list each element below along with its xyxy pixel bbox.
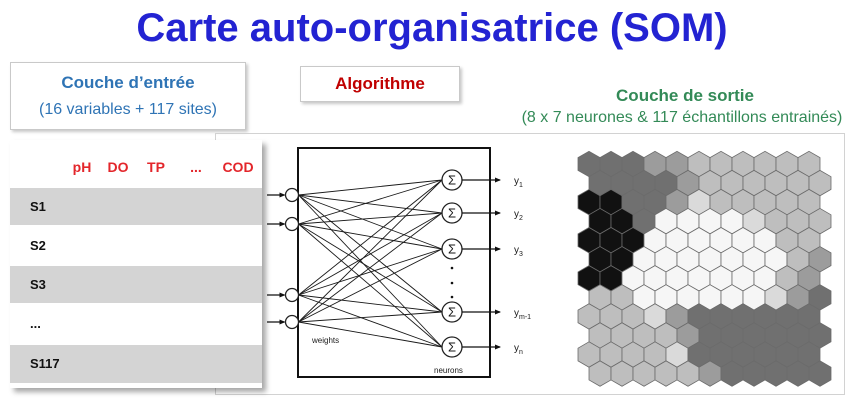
weight-connection <box>298 194 443 250</box>
weight-connection <box>298 212 443 296</box>
som-hexagonal-map <box>577 150 832 387</box>
output-label-base: y <box>514 343 519 354</box>
row-label: S3 <box>30 277 46 292</box>
weight-connections <box>298 179 443 348</box>
output-label-subscript: 2 <box>519 215 523 222</box>
input-data-table: pH DO TP ... COD S1 S2 S3 ... S117 <box>10 140 262 388</box>
weights-label: weights <box>311 336 339 345</box>
weight-connection <box>298 212 443 225</box>
table-row: S117 <box>10 345 262 383</box>
row-label: S117 <box>30 356 60 371</box>
ellipsis-dot <box>450 295 454 299</box>
neurons-label: neurons <box>434 366 463 375</box>
input-nodes <box>267 187 300 330</box>
column-header-cod: COD <box>222 159 254 175</box>
ellipsis-dot <box>450 266 454 270</box>
row-label: ... <box>30 316 41 331</box>
output-label-base: y <box>514 209 519 220</box>
output-layer-heading: Couche de sortie <box>616 86 754 105</box>
output-label: yn <box>514 343 523 356</box>
output-label: y1 <box>514 176 523 189</box>
som-neuron-hex <box>808 360 832 387</box>
input-layer-box: Couche d’entrée (16 variables + 117 site… <box>10 62 246 130</box>
sigma-symbol: Σ <box>448 242 456 257</box>
input-layer-heading: Couche d’entrée <box>61 73 195 92</box>
sigma-symbol: Σ <box>448 173 456 188</box>
column-header-ellipsis: ... <box>190 159 202 175</box>
output-label: y2 <box>514 209 523 222</box>
weight-connection <box>298 179 443 296</box>
ellipsis-dots <box>450 266 454 299</box>
weight-connection <box>298 179 443 225</box>
weight-connection <box>298 194 443 348</box>
input-node <box>284 187 300 203</box>
table-row: S1 <box>10 188 262 225</box>
output-label-subscript: m-1 <box>519 314 531 321</box>
weight-connection <box>298 321 443 348</box>
weight-connection <box>298 248 443 296</box>
sigma-symbol: Σ <box>448 340 456 355</box>
column-header-do: DO <box>107 159 129 175</box>
ellipsis-dot <box>450 281 454 285</box>
column-header-tp: TP <box>147 159 165 175</box>
weight-connection <box>298 212 443 323</box>
weight-connection <box>298 311 443 323</box>
output-label-subscript: n <box>519 349 523 356</box>
table-row: S2 <box>10 227 262 264</box>
input-node <box>284 314 300 330</box>
input-node <box>284 287 300 303</box>
slide-title: Carte auto-organisatrice (SOM) <box>136 6 728 50</box>
input-layer-subheading: (16 variables + 117 sites) <box>38 101 217 118</box>
output-label: y3 <box>514 245 523 258</box>
weight-connection <box>298 179 443 196</box>
output-label-base: y <box>514 308 519 319</box>
weight-connection <box>298 248 443 323</box>
sigma-symbol: Σ <box>448 206 456 221</box>
weight-connection <box>298 179 443 323</box>
output-label-subscript: 3 <box>519 251 523 258</box>
sigma-symbol: Σ <box>448 305 456 320</box>
weight-connection <box>298 223 443 250</box>
algorithm-box: Algorithme <box>300 66 460 102</box>
output-layer-subheading: (8 x 7 neurones & 117 échantillons entra… <box>521 109 843 126</box>
table-row: ... <box>10 305 262 343</box>
algorithm-label: Algorithme <box>335 74 425 93</box>
som-neurons <box>577 150 832 387</box>
row-label: S1 <box>30 199 46 214</box>
column-header-ph: pH <box>72 159 92 175</box>
table-row: S3 <box>10 266 262 303</box>
output-label: ym-1 <box>514 308 531 321</box>
row-label: S2 <box>30 238 46 253</box>
output-label-base: y <box>514 245 519 256</box>
output-label-subscript: 1 <box>519 182 523 189</box>
weight-connection <box>298 194 443 214</box>
output-label-base: y <box>514 176 519 187</box>
input-node <box>284 216 300 232</box>
